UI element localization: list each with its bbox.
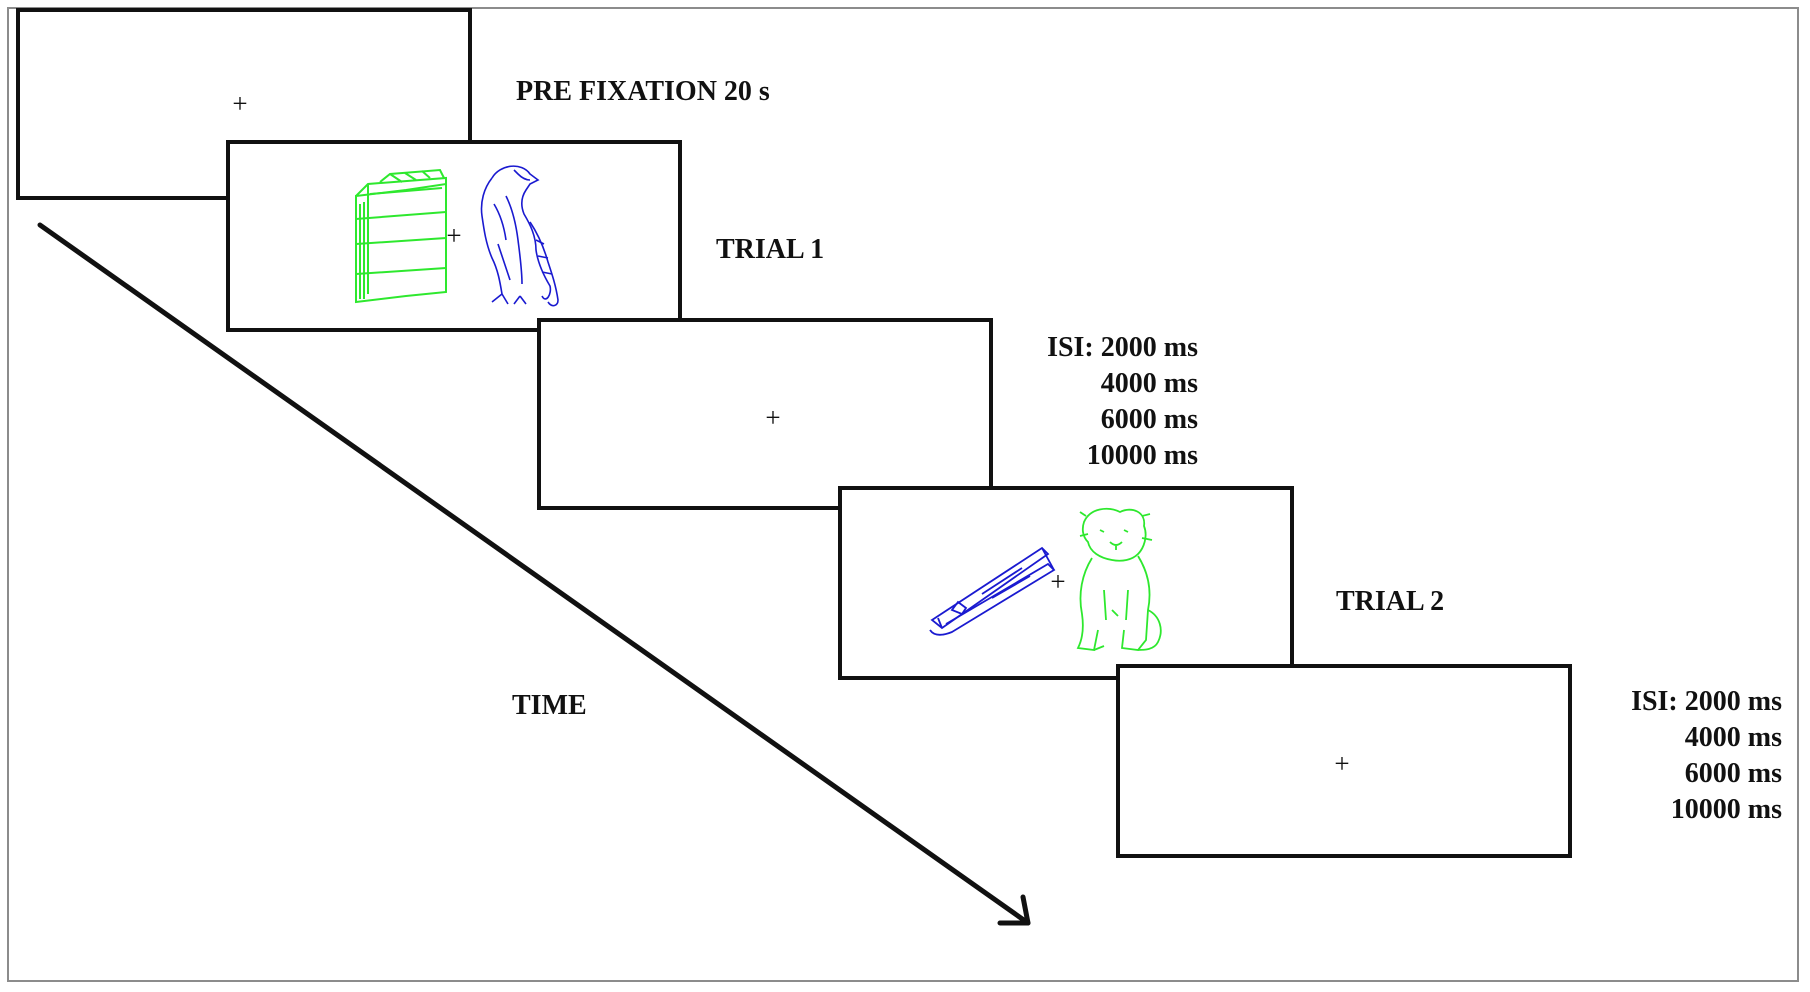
isi2-text: ISI: 2000 ms 4000 ms 6000 ms 10000 ms [1602, 684, 1782, 828]
isi1-screen: + [537, 318, 993, 510]
isi2-screen: + [1116, 664, 1572, 858]
trial1-screen: + [226, 140, 682, 332]
book-icon [355, 168, 447, 304]
fixation-cross: + [1334, 748, 1350, 779]
trial1-label: TRIAL 1 [716, 234, 825, 265]
isi-value: 10000 ms [1086, 440, 1198, 471]
fixation-cross: + [1050, 566, 1066, 597]
clothespin-icon [929, 546, 1056, 636]
trial2-label: TRIAL 2 [1336, 586, 1445, 617]
isi1-text: ISI: 2000 ms 4000 ms 6000 ms 10000 ms [1018, 330, 1198, 474]
isi-value: 4000 ms [1100, 368, 1198, 399]
isi-value: 6000 ms [1684, 758, 1782, 789]
figure-border [7, 7, 1799, 982]
lion-cub-icon [1076, 507, 1162, 651]
isi-prefix: ISI: [1047, 332, 1094, 363]
isi-value: 6000 ms [1100, 404, 1198, 435]
time-label: TIME [512, 690, 587, 721]
fixation-cross: + [446, 220, 462, 251]
trial2-screen: + [838, 486, 1294, 680]
isi-value: 4000 ms [1684, 722, 1782, 753]
isi-value: 2000 ms [1684, 686, 1782, 717]
fixation-cross: + [765, 402, 781, 433]
isi-value: 10000 ms [1670, 794, 1782, 825]
trial1-stimuli [355, 165, 559, 307]
isi-value: 2000 ms [1100, 332, 1198, 363]
isi-prefix: ISI: [1631, 686, 1678, 717]
prefixation-label: PRE FIXATION 20 s [516, 76, 770, 107]
eagle-icon [480, 165, 559, 307]
fixation-cross: + [232, 88, 248, 119]
trial2-stimuli [929, 507, 1162, 651]
